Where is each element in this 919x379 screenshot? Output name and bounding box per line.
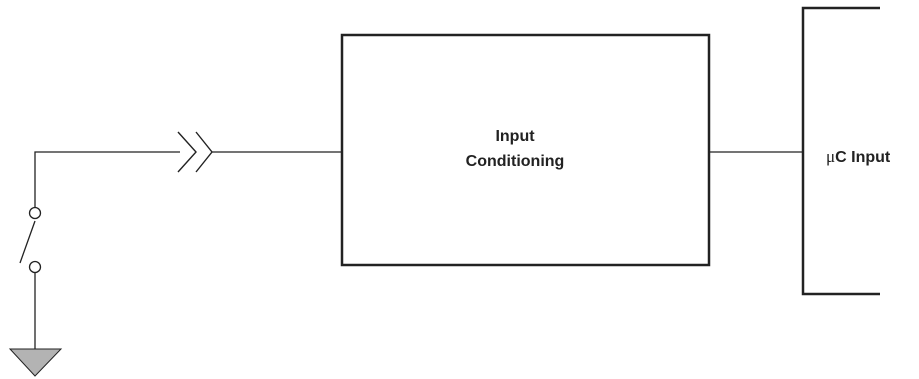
block-label-line2: Conditioning: [466, 153, 565, 170]
block-label-line1: Input: [495, 128, 535, 145]
spst-switch-icon: [19, 206, 42, 274]
switch-lever: [19, 220, 36, 264]
mcu-input-text: C Input: [835, 149, 891, 166]
input-conditioning-block: [340, 33, 711, 267]
switch-wire: [34, 151, 180, 349]
mcu-input-label: μC Input: [826, 147, 891, 166]
switch-terminal-bottom: [28, 260, 42, 274]
mcu-mu-symbol: μ: [826, 147, 835, 166]
wire-top-left: [34, 151, 180, 207]
chevron-left: [177, 131, 197, 173]
chevron-right: [195, 131, 213, 173]
ground-icon: [8, 348, 63, 377]
connector-chevron-icon: [177, 131, 213, 173]
mcu-bracket: [801, 6, 880, 296]
switch-terminal-top: [28, 206, 42, 220]
